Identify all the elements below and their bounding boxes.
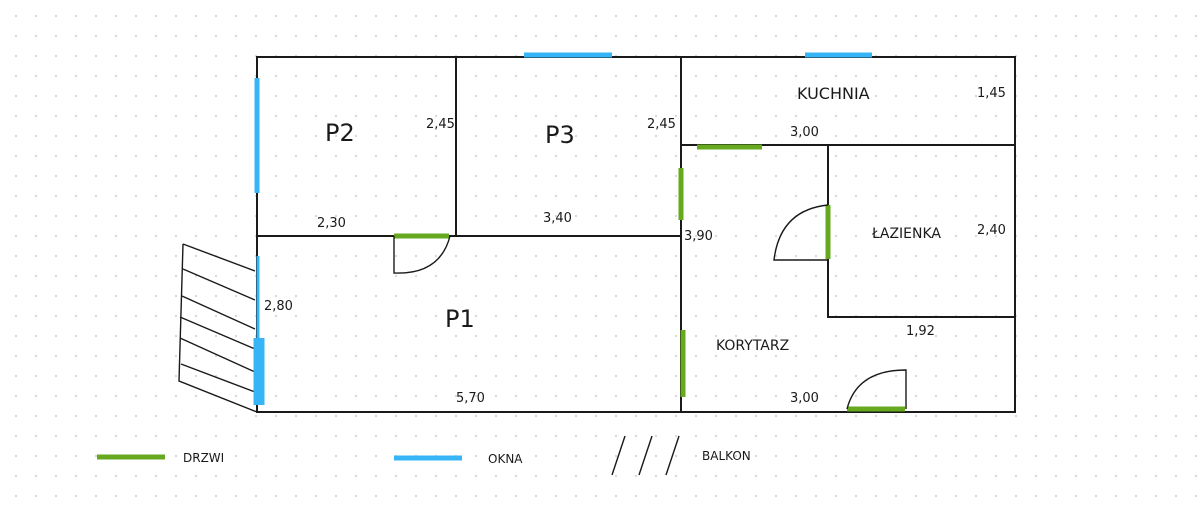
room-label-p2: P2 (325, 119, 355, 147)
legend-balcony-label: BALKON (702, 449, 751, 463)
dim-lazienka-width: 1,92 (906, 324, 935, 339)
door-bathroom (773, 204, 831, 261)
room-label-p1: P1 (445, 305, 475, 333)
dim-p3-height: 2,45 (647, 117, 676, 132)
dim-p1-width: 5,70 (456, 391, 485, 406)
balcony (178, 243, 258, 413)
dim-p3-width: 3,40 (543, 211, 572, 226)
door-entrance (846, 369, 907, 412)
outer-walls (256, 56, 1016, 413)
legend-balcony-swatch (611, 435, 680, 476)
door-p1-p2 (393, 233, 451, 274)
room-label-lazienka: ŁAZIENKA (871, 226, 941, 242)
dim-p2-height: 2,45 (426, 117, 455, 132)
dim-korytarz-width: 3,00 (790, 391, 819, 406)
legend: DRZWI OKNA BALKON (97, 435, 751, 476)
legend-windows-label: OKNA (488, 452, 523, 466)
dim-kuchnia-height: 1,45 (977, 86, 1006, 101)
dim-lazienka-height: 2,40 (977, 223, 1006, 238)
dim-korytarz-height: 3,90 (684, 229, 713, 244)
room-label-kuchnia: KUCHNIA (797, 84, 870, 103)
dim-p2-width: 2,30 (317, 216, 346, 231)
legend-doors-label: DRZWI (183, 451, 224, 465)
room-label-korytarz: KORYTARZ (716, 338, 789, 354)
room-label-p3: P3 (545, 121, 575, 149)
wall-bathroom (827, 145, 1015, 318)
dim-kuchnia-width: 3,00 (790, 125, 819, 140)
dim-p1-height: 2,80 (264, 299, 293, 314)
